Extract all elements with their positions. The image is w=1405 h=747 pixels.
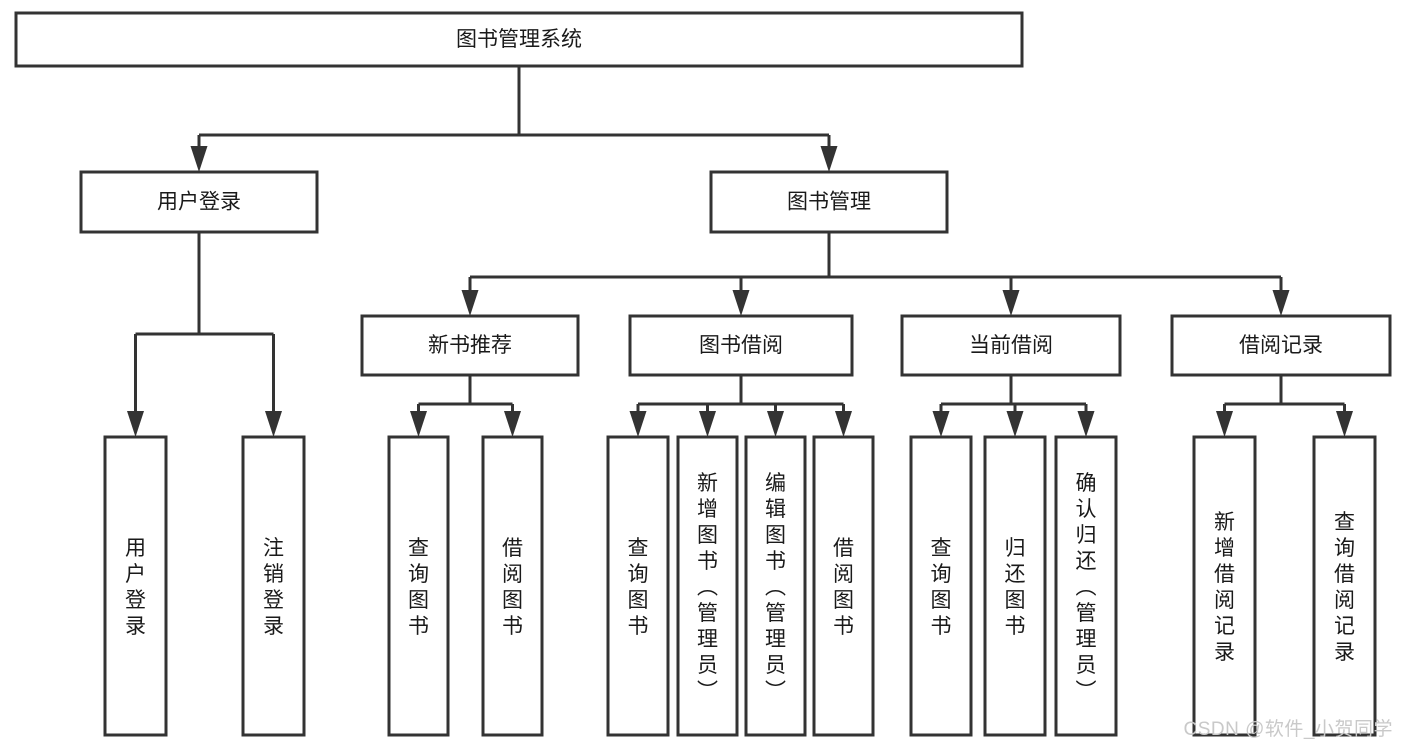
node-box — [79, 170, 319, 234]
node-box — [628, 314, 854, 377]
arrow-head-icon — [1216, 411, 1233, 437]
node-box — [103, 435, 168, 737]
node-current-borrow[interactable]: 当前借阅 — [900, 314, 1122, 377]
node-box — [1192, 435, 1257, 737]
node-box — [1312, 435, 1377, 737]
arrow-head-icon — [629, 411, 647, 437]
arrow-head-icon — [732, 290, 750, 316]
node-box — [1170, 314, 1392, 377]
node-label: 查询图书 — [408, 537, 429, 638]
node-leaf-edit-book-admin[interactable]: 编辑图书︵管理员︶ — [744, 435, 807, 737]
node-label: 借阅图书 — [833, 537, 854, 638]
node-label: 图书借阅 — [699, 334, 783, 357]
arrow-head-icon — [1336, 411, 1353, 437]
node-box — [983, 435, 1047, 737]
arrow-head-icon — [699, 411, 716, 437]
arrow-head-icon — [820, 146, 838, 172]
node-label: 查询图书 — [628, 537, 649, 638]
arrow-head-icon — [1077, 411, 1095, 437]
node-label: 当前借阅 — [969, 334, 1053, 357]
arrow-head-icon — [1002, 290, 1020, 316]
node-leaf-user-logout[interactable]: 注销登录 — [241, 435, 306, 737]
node-label: 新增图书︵管理员︶ — [697, 472, 718, 703]
node-box — [709, 170, 949, 234]
arrow-head-icon — [835, 411, 852, 437]
node-leaf-query-book-rec[interactable]: 查询图书 — [387, 435, 450, 737]
node-box — [676, 435, 739, 737]
node-label: 借阅记录 — [1239, 334, 1323, 357]
node-leaf-query-book-borrow[interactable]: 查询图书 — [606, 435, 670, 737]
node-label: 用户登录 — [125, 537, 146, 638]
arrow-head-icon — [767, 411, 784, 437]
node-label: 查询图书 — [931, 537, 952, 638]
node-label: 借阅图书 — [502, 537, 523, 638]
node-box — [900, 314, 1122, 377]
arrow-head-icon — [190, 146, 208, 172]
node-box — [1054, 435, 1118, 737]
node-leaf-confirm-return-admin[interactable]: 确认归还︵管理员︶ — [1054, 435, 1118, 737]
arrow-head-icon — [461, 290, 479, 316]
arrow-head-icon — [127, 411, 144, 437]
node-user-login[interactable]: 用户登录 — [79, 170, 319, 234]
node-leaf-add-borrow-record[interactable]: 新增借阅记录 — [1192, 435, 1257, 737]
arrow-head-icon — [932, 411, 950, 437]
node-label: 编辑图书︵管理员︶ — [765, 472, 786, 703]
node-label: 确认归还︵管理员︶ — [1076, 472, 1097, 703]
node-leaf-user-login[interactable]: 用户登录 — [103, 435, 168, 737]
node-label: 查询借阅记录 — [1334, 511, 1355, 664]
node-box — [606, 435, 670, 737]
arrow-head-icon — [504, 411, 521, 437]
node-box — [744, 435, 807, 737]
node-leaf-add-book-admin[interactable]: 新增图书︵管理员︶ — [676, 435, 739, 737]
node-label: 用户登录 — [157, 191, 241, 214]
node-box — [360, 314, 580, 377]
node-leaf-query-borrow-record[interactable]: 查询借阅记录 — [1312, 435, 1377, 737]
node-new-book-rec[interactable]: 新书推荐 — [360, 314, 580, 377]
node-leaf-borrow-book-rec[interactable]: 借阅图书 — [481, 435, 544, 737]
node-borrow-record[interactable]: 借阅记录 — [1170, 314, 1392, 377]
node-leaf-return-book[interactable]: 归还图书 — [983, 435, 1047, 737]
node-box — [909, 435, 973, 737]
node-label: 图书管理系统 — [456, 28, 582, 51]
node-leaf-query-book-current[interactable]: 查询图书 — [909, 435, 973, 737]
node-book-borrow[interactable]: 图书借阅 — [628, 314, 854, 377]
watermark-label: CSDN @软件_小贺同学 — [1183, 719, 1393, 740]
node-box — [14, 11, 1024, 68]
node-root[interactable]: 图书管理系统 — [14, 11, 1024, 68]
nodes-layer: 图书管理系统用户登录图书管理新书推荐图书借阅当前借阅借阅记录用户登录注销登录查询… — [14, 11, 1392, 737]
arrow-head-icon — [265, 411, 282, 437]
node-label: 新书推荐 — [428, 334, 512, 357]
node-box — [387, 435, 450, 737]
node-box — [241, 435, 306, 737]
node-label: 注销登录 — [263, 537, 284, 638]
connectors-layer — [127, 66, 1353, 437]
node-box — [812, 435, 875, 737]
node-leaf-borrow-book[interactable]: 借阅图书 — [812, 435, 875, 737]
arrow-head-icon — [1006, 411, 1024, 437]
node-label: 归还图书 — [1005, 537, 1026, 638]
arrow-head-icon — [1272, 290, 1290, 316]
node-label: 图书管理 — [787, 191, 871, 214]
node-book-manage[interactable]: 图书管理 — [709, 170, 949, 234]
node-label: 新增借阅记录 — [1214, 511, 1235, 664]
arrow-head-icon — [410, 411, 427, 437]
node-box — [481, 435, 544, 737]
